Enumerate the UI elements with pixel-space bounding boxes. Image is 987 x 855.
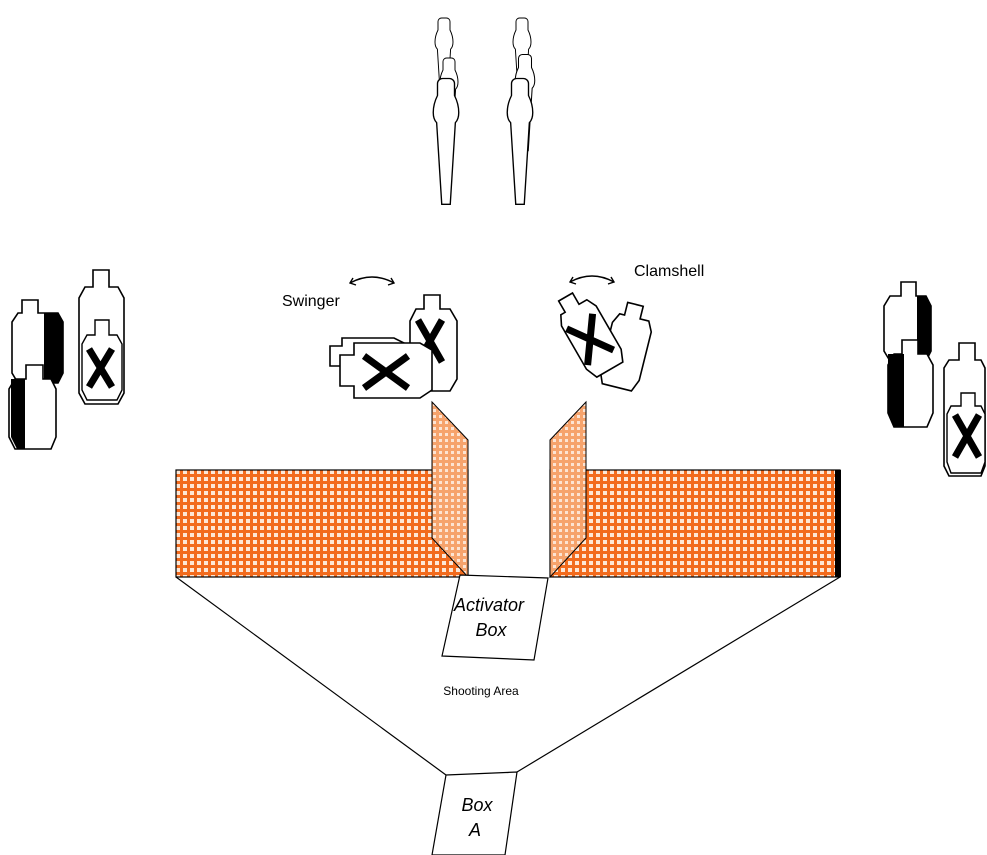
clamshell-group: Clamshell [557,263,704,392]
no-shoot-target [339,342,433,399]
right-target-group [883,281,986,477]
swinger-group: Swinger [282,276,458,399]
popper-group-right [506,17,536,206]
box-a: Box A [431,771,518,855]
wall-left [175,469,469,578]
no-shoot-target [557,291,624,379]
half-black-target [11,299,64,384]
activator-box-label-2: Box [475,620,507,640]
activator-box: Activator Box [441,574,549,661]
no-shoot-target [78,269,125,405]
shooting-area-label: Shooting Area [443,684,519,698]
half-black-target [8,364,57,450]
clamshell-label: Clamshell [634,263,704,280]
swinger-label: Swinger [282,293,340,310]
wall-right [549,469,841,578]
activator-box-label-1: Activator [453,595,525,615]
shooting-area-outline [175,576,841,776]
half-black-target [887,339,934,428]
clamshell-arrow-icon [569,275,615,283]
no-shoot-target [943,342,986,477]
half-black-target [883,281,932,362]
left-target-group [8,269,125,450]
wall-wing-right [549,400,587,579]
box-a-label-2: A [468,820,481,840]
box-a-label-1: Box [461,795,493,815]
popper-target [432,77,460,206]
silhouette-target [599,301,653,392]
swing-arrow-icon [349,276,395,284]
popper-group-left [432,17,460,206]
